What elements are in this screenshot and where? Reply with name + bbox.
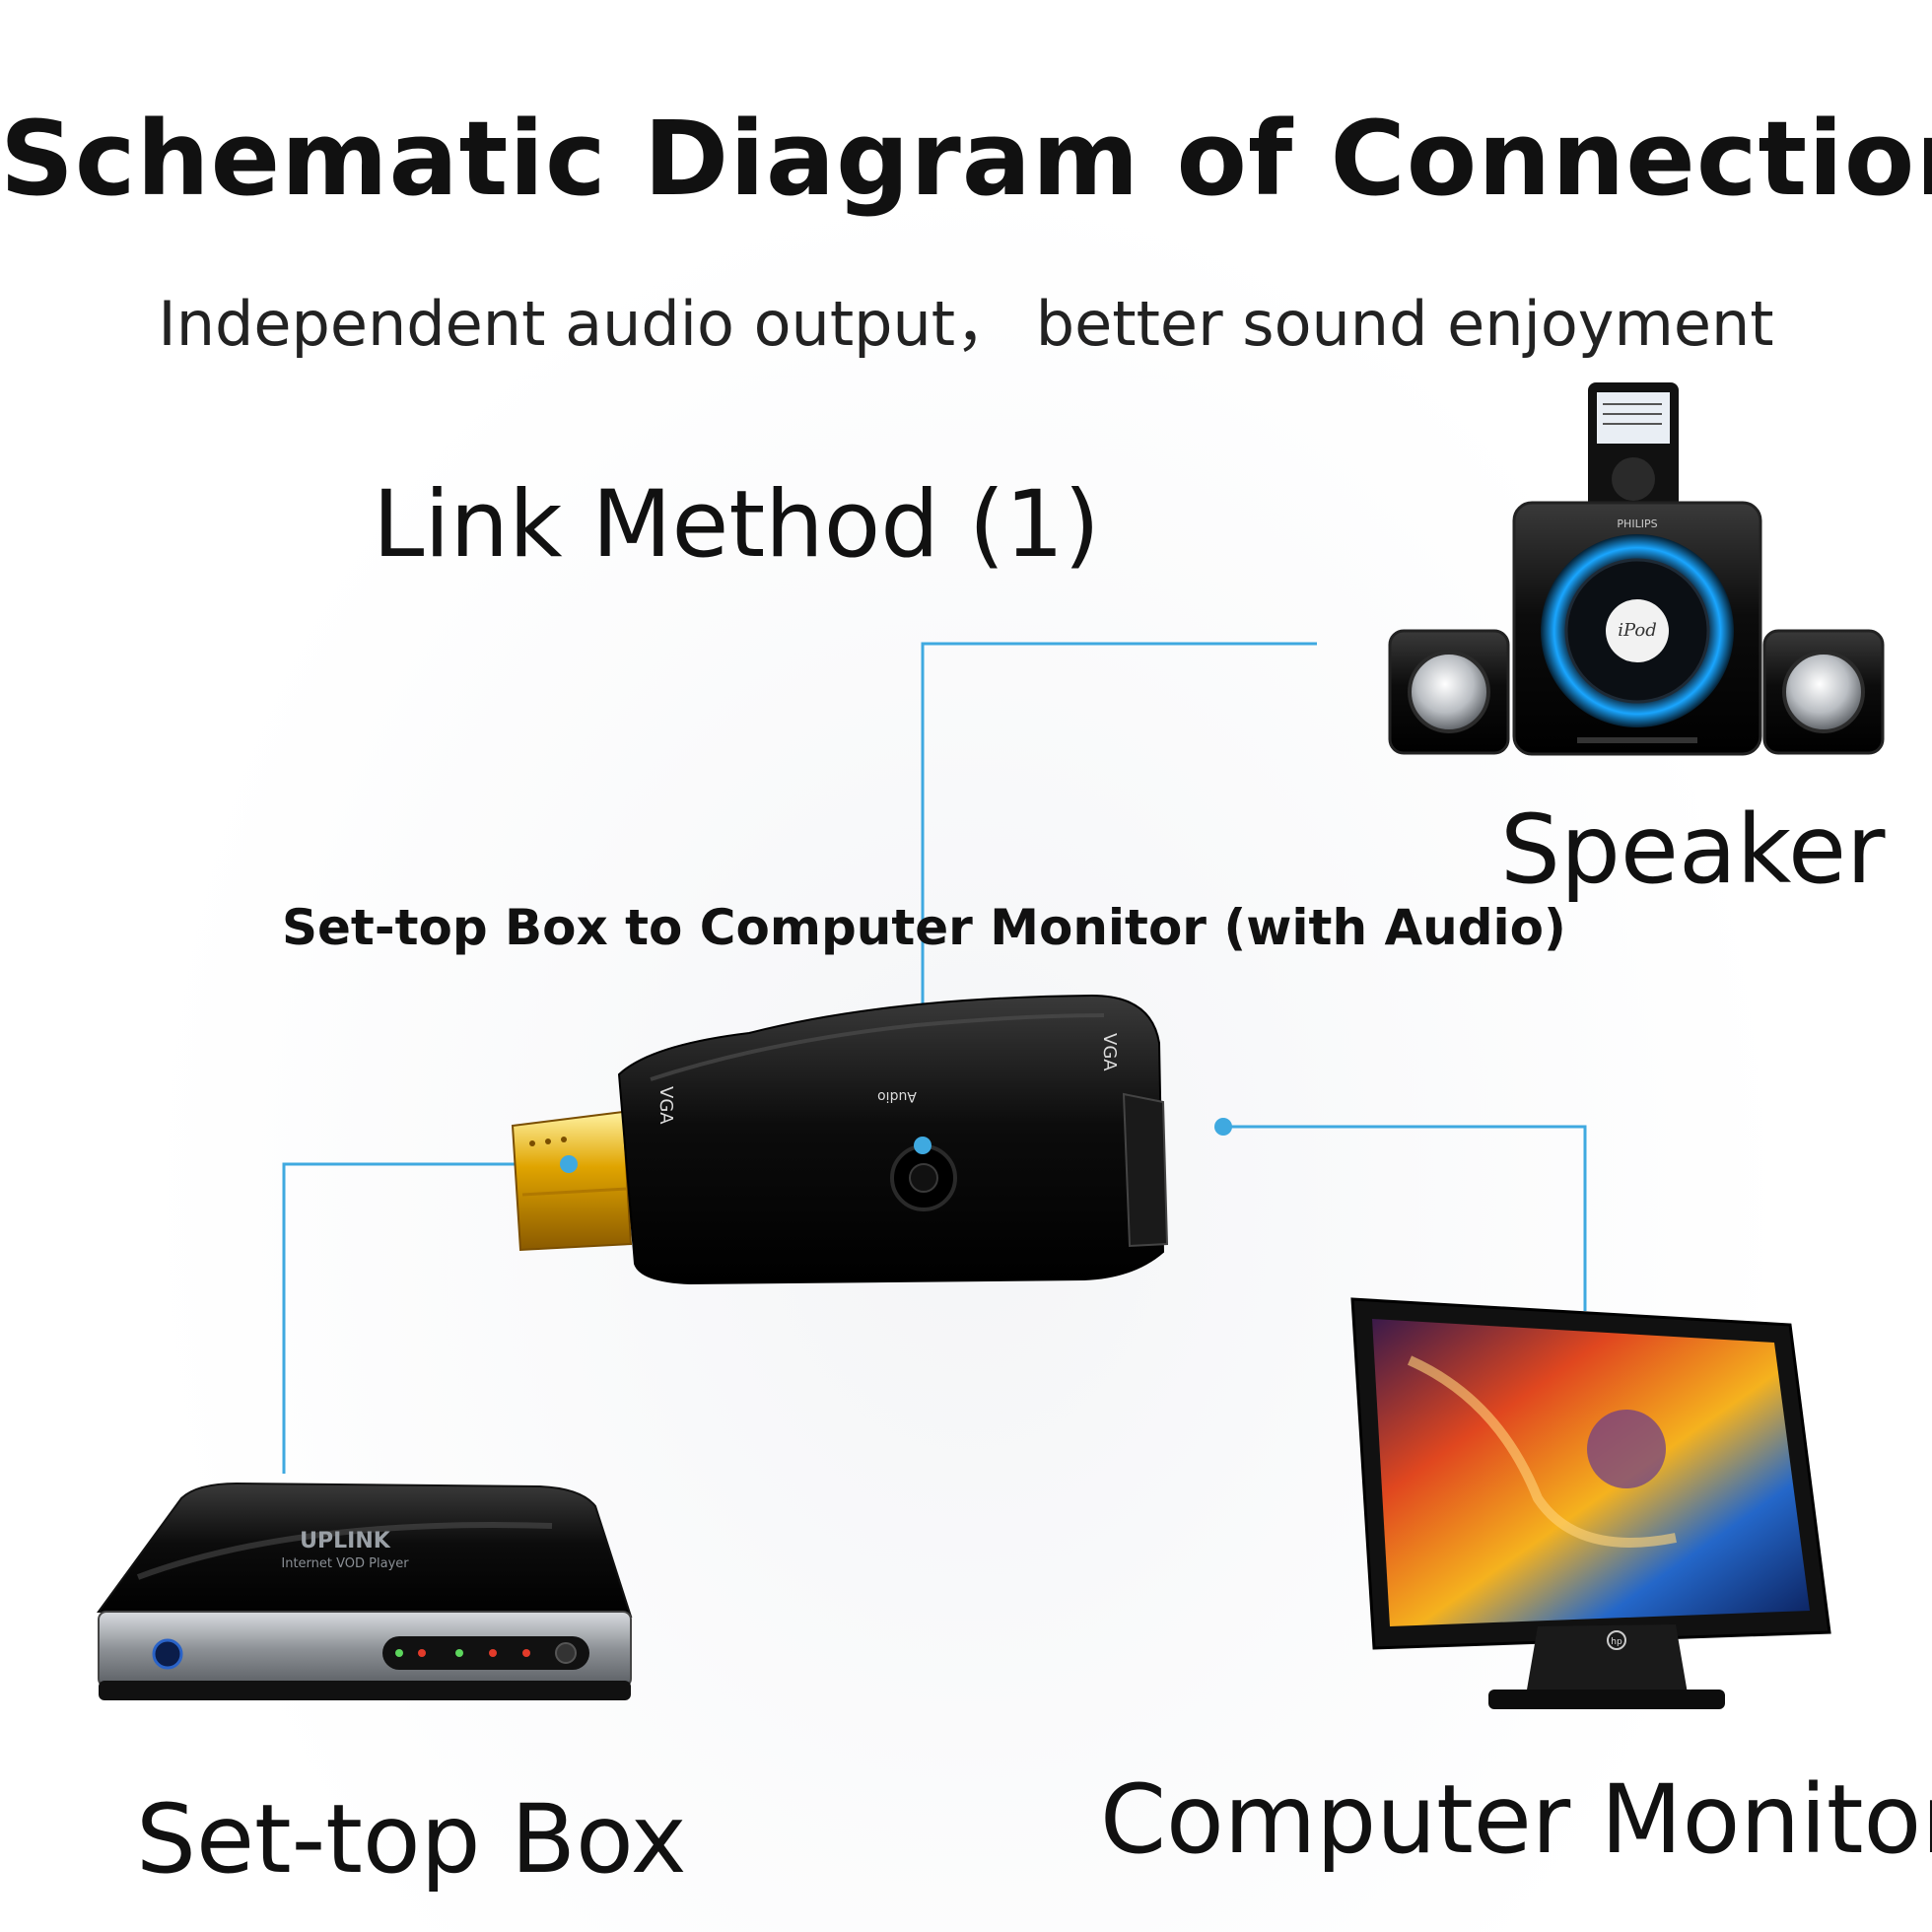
- computer-monitor-image: hp: [1350, 1297, 1831, 1709]
- diagram-title: Schematic Diagram of Connection: [0, 99, 1932, 219]
- dot-hdmi-plug: [560, 1155, 578, 1173]
- set-top-box-label: Set-top Box: [136, 1784, 687, 1895]
- speaker-brand-text: PHILIPS: [1617, 518, 1657, 530]
- speaker-label: Speaker: [1500, 794, 1886, 905]
- connection-caption: Set-top Box to Computer Monitor (with Au…: [282, 899, 1566, 956]
- computer-monitor-label: Computer Monitor: [1100, 1764, 1932, 1875]
- connector-monitor-line: [1223, 1125, 1587, 1311]
- connector-stb-line: [282, 1162, 569, 1474]
- adapter-vga-label-top: VGA: [1099, 1033, 1120, 1071]
- dot-audio-port: [914, 1137, 932, 1154]
- dot-vga-port: [1214, 1118, 1232, 1136]
- adapter-vga-label-side: VGA: [656, 1086, 676, 1125]
- hdmi-vga-adapter-image: VGA VGA Audio: [511, 994, 1169, 1285]
- diagram-subtitle: Independent audio output， better sound e…: [158, 288, 1774, 360]
- stb-model-text: Internet VOD Player: [281, 1556, 409, 1571]
- adapter-audio-label: Audio: [877, 1088, 917, 1104]
- stb-brand-text: UPLINK: [300, 1529, 391, 1553]
- connector-speaker-line: [921, 642, 1317, 1145]
- monitor-brand-text: hp: [1611, 1637, 1622, 1647]
- connector-lines: [282, 642, 1587, 1474]
- set-top-box-image: UPLINK Internet VOD Player: [97, 1482, 633, 1700]
- speaker-dock-image: PHILIPS iPod: [1388, 382, 1885, 756]
- link-method-label: Link Method (1): [373, 471, 1100, 579]
- ipod-logo-text: iPod: [1618, 620, 1657, 641]
